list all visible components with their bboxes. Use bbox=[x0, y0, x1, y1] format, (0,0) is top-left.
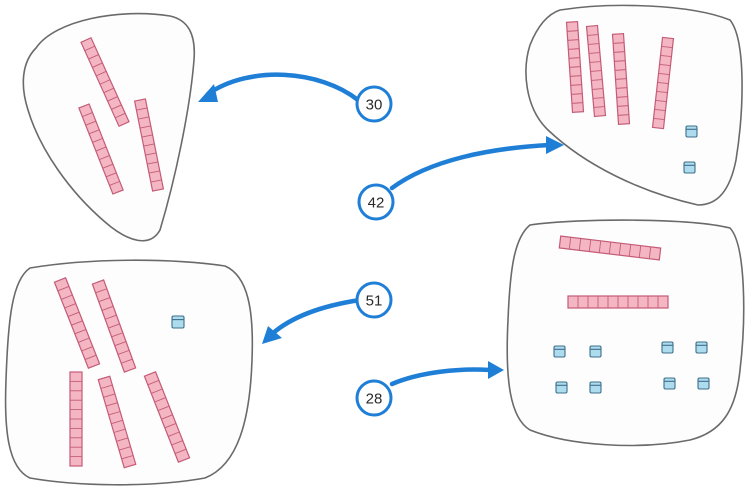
arrow-icon bbox=[389, 367, 493, 387]
ten-rods bbox=[53, 20, 675, 469]
number-label-51: 51 bbox=[355, 281, 393, 319]
ten-rod-icon bbox=[91, 279, 137, 373]
ten-rod-icon bbox=[565, 20, 585, 114]
ten-rod-icon bbox=[558, 235, 662, 261]
arrow-42 bbox=[389, 136, 564, 191]
region-top-right bbox=[525, 4, 743, 206]
arrow-28 bbox=[389, 361, 504, 387]
arrow-icon bbox=[269, 297, 363, 337]
unit-cube-icon bbox=[171, 315, 185, 329]
arrow-head bbox=[262, 326, 282, 344]
arrow-51 bbox=[262, 297, 363, 344]
number-51-text: 51 bbox=[366, 293, 383, 310]
number-label-42: 42 bbox=[357, 183, 395, 221]
unit-cube-icon bbox=[589, 345, 602, 358]
unit-cube-icon bbox=[663, 377, 676, 390]
arrow-head bbox=[546, 136, 564, 154]
ten-rod-icon bbox=[69, 371, 83, 467]
ten-rod-icon bbox=[143, 371, 191, 463]
number-label-30: 30 bbox=[355, 85, 393, 123]
ten-rod-icon bbox=[133, 98, 165, 192]
arrow-30 bbox=[198, 72, 361, 103]
unit-cube-icon bbox=[683, 161, 696, 174]
ten-rod-icon bbox=[651, 36, 675, 130]
arrow-icon bbox=[389, 142, 553, 191]
arrow-head bbox=[488, 361, 504, 379]
unit-cube-icon bbox=[555, 381, 568, 394]
unit-cube-icon bbox=[695, 341, 708, 354]
region-top-left bbox=[22, 12, 196, 242]
number-30-text: 30 bbox=[366, 97, 383, 114]
unit-cubes bbox=[171, 125, 710, 394]
number-label-28: 28 bbox=[355, 379, 393, 417]
region-bottom-left bbox=[4, 259, 254, 486]
unit-cube-icon bbox=[661, 341, 674, 354]
number-28-text: 28 bbox=[366, 391, 383, 408]
ten-rod-icon bbox=[78, 103, 124, 195]
ten-rod-icon bbox=[97, 375, 137, 469]
number-42-text: 42 bbox=[368, 195, 385, 212]
arrow-icon bbox=[205, 72, 361, 103]
ten-rod-icon bbox=[80, 36, 130, 128]
unit-cube-icon bbox=[685, 125, 698, 138]
unit-cube-icon bbox=[589, 381, 602, 394]
ten-rod-icon bbox=[53, 277, 101, 369]
unit-cube-icon bbox=[697, 377, 710, 390]
ten-rod-icon bbox=[611, 32, 631, 126]
ten-rod-icon bbox=[567, 295, 669, 309]
ten-rod-icon bbox=[585, 24, 607, 118]
unit-cube-icon bbox=[553, 345, 566, 358]
arrow-head bbox=[198, 84, 218, 102]
